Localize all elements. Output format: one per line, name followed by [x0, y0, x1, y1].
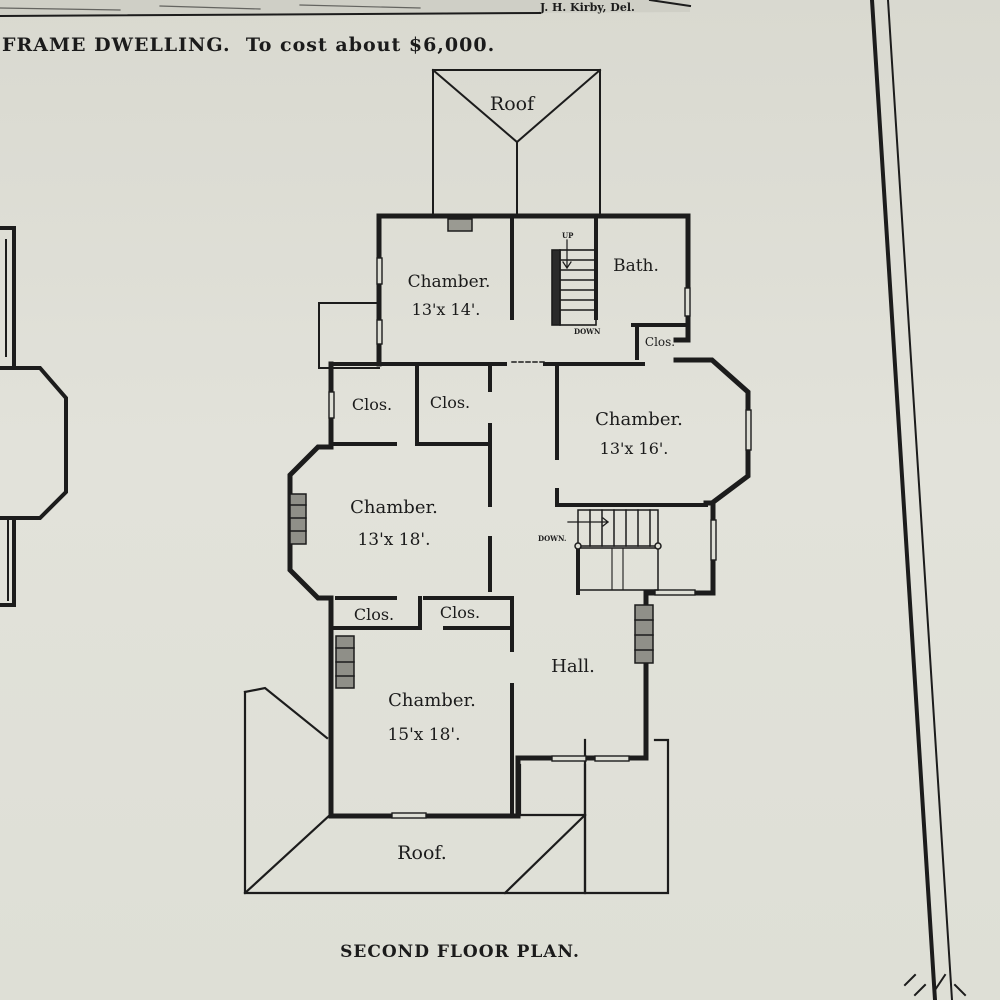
room-label-hall: Hall. [551, 656, 595, 677]
upper-stair [551, 239, 597, 326]
room-label-chamber-4: Chamber. [388, 690, 476, 711]
room-label-roof-bottom: Roof. [397, 842, 447, 864]
room-label-clos-d: Clos. [440, 603, 480, 622]
stair-label-up: UP [562, 231, 574, 240]
windows [328, 257, 752, 819]
lower-stair [567, 509, 662, 591]
adjacent-plan-fragment [0, 226, 68, 607]
plan-caption: SECOND FLOOR PLAN. [340, 942, 580, 962]
room-label-clos-a: Clos. [352, 395, 392, 414]
room-dims-chamber-4: 15'x 18'. [387, 725, 460, 745]
stair-label-down-lower: DOWN. [538, 534, 566, 543]
page-title: FRAME DWELLING. To cost about $6,000. [2, 34, 495, 56]
chimneys [289, 218, 654, 689]
room-dims-chamber-2: 13'x 16'. [600, 439, 669, 458]
upper-roof [431, 68, 602, 215]
room-label-clos-b: Clos. [430, 393, 470, 412]
room-label-roof-top: Roof [490, 93, 536, 115]
room-dims-chamber-3: 13'x 18'. [357, 530, 430, 550]
room-label-clos-small: Clos. [645, 335, 675, 349]
porch-box [318, 302, 380, 369]
room-label-bath: Bath. [613, 256, 659, 276]
stair-label-down-upper: DOWN [574, 327, 601, 336]
room-dims-chamber-1: 13'x 14'. [412, 300, 481, 319]
room-label-chamber-1: Chamber. [408, 272, 491, 292]
page-border-right [869, 0, 967, 1000]
lower-roof [243, 686, 670, 895]
room-label-clos-c: Clos. [354, 605, 394, 624]
room-label-chamber-3: Chamber. [350, 497, 438, 518]
engraving-strip [0, 0, 692, 18]
engraver-credit: J. H. Kirby, Del. [539, 1, 635, 14]
room-label-chamber-2: Chamber. [595, 409, 683, 430]
